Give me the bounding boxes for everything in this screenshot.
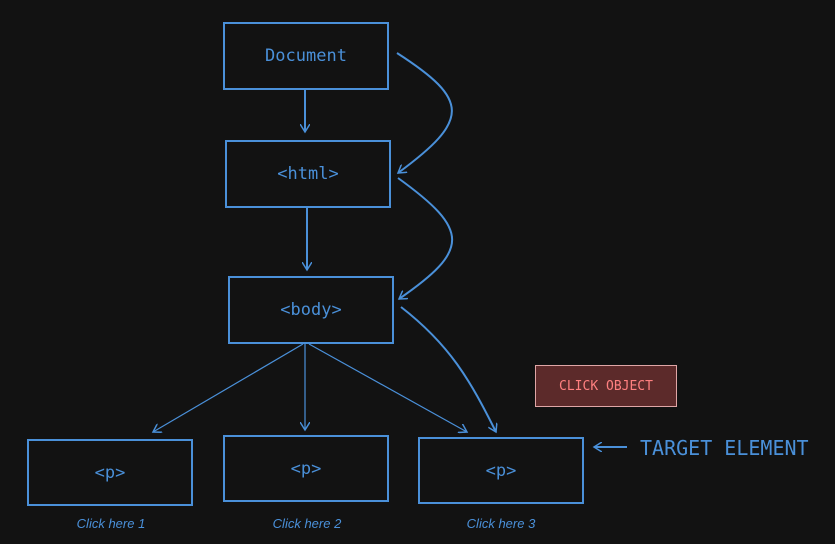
target-element-label: TARGET ELEMENT: [640, 436, 809, 460]
curve-document-html: [396, 52, 453, 173]
curve-body-p3: [400, 306, 496, 432]
node-document: Document: [223, 22, 389, 90]
node-p2[interactable]: <p>: [223, 435, 389, 502]
edge-body-p1: [153, 343, 304, 432]
caption-p3: Click here 3: [466, 516, 536, 531]
node-body: <body>: [228, 276, 394, 344]
node-p1[interactable]: <p>: [27, 439, 193, 506]
caption-p1: Click here 1: [76, 516, 146, 531]
node-html: <html>: [225, 140, 391, 208]
edge-body-p3: [308, 343, 467, 432]
caption-p2: Click here 2: [272, 516, 342, 531]
node-p3[interactable]: <p>: [418, 437, 584, 504]
click-object-button[interactable]: CLICK OBJECT: [535, 365, 677, 407]
curve-html-body: [397, 177, 454, 300]
